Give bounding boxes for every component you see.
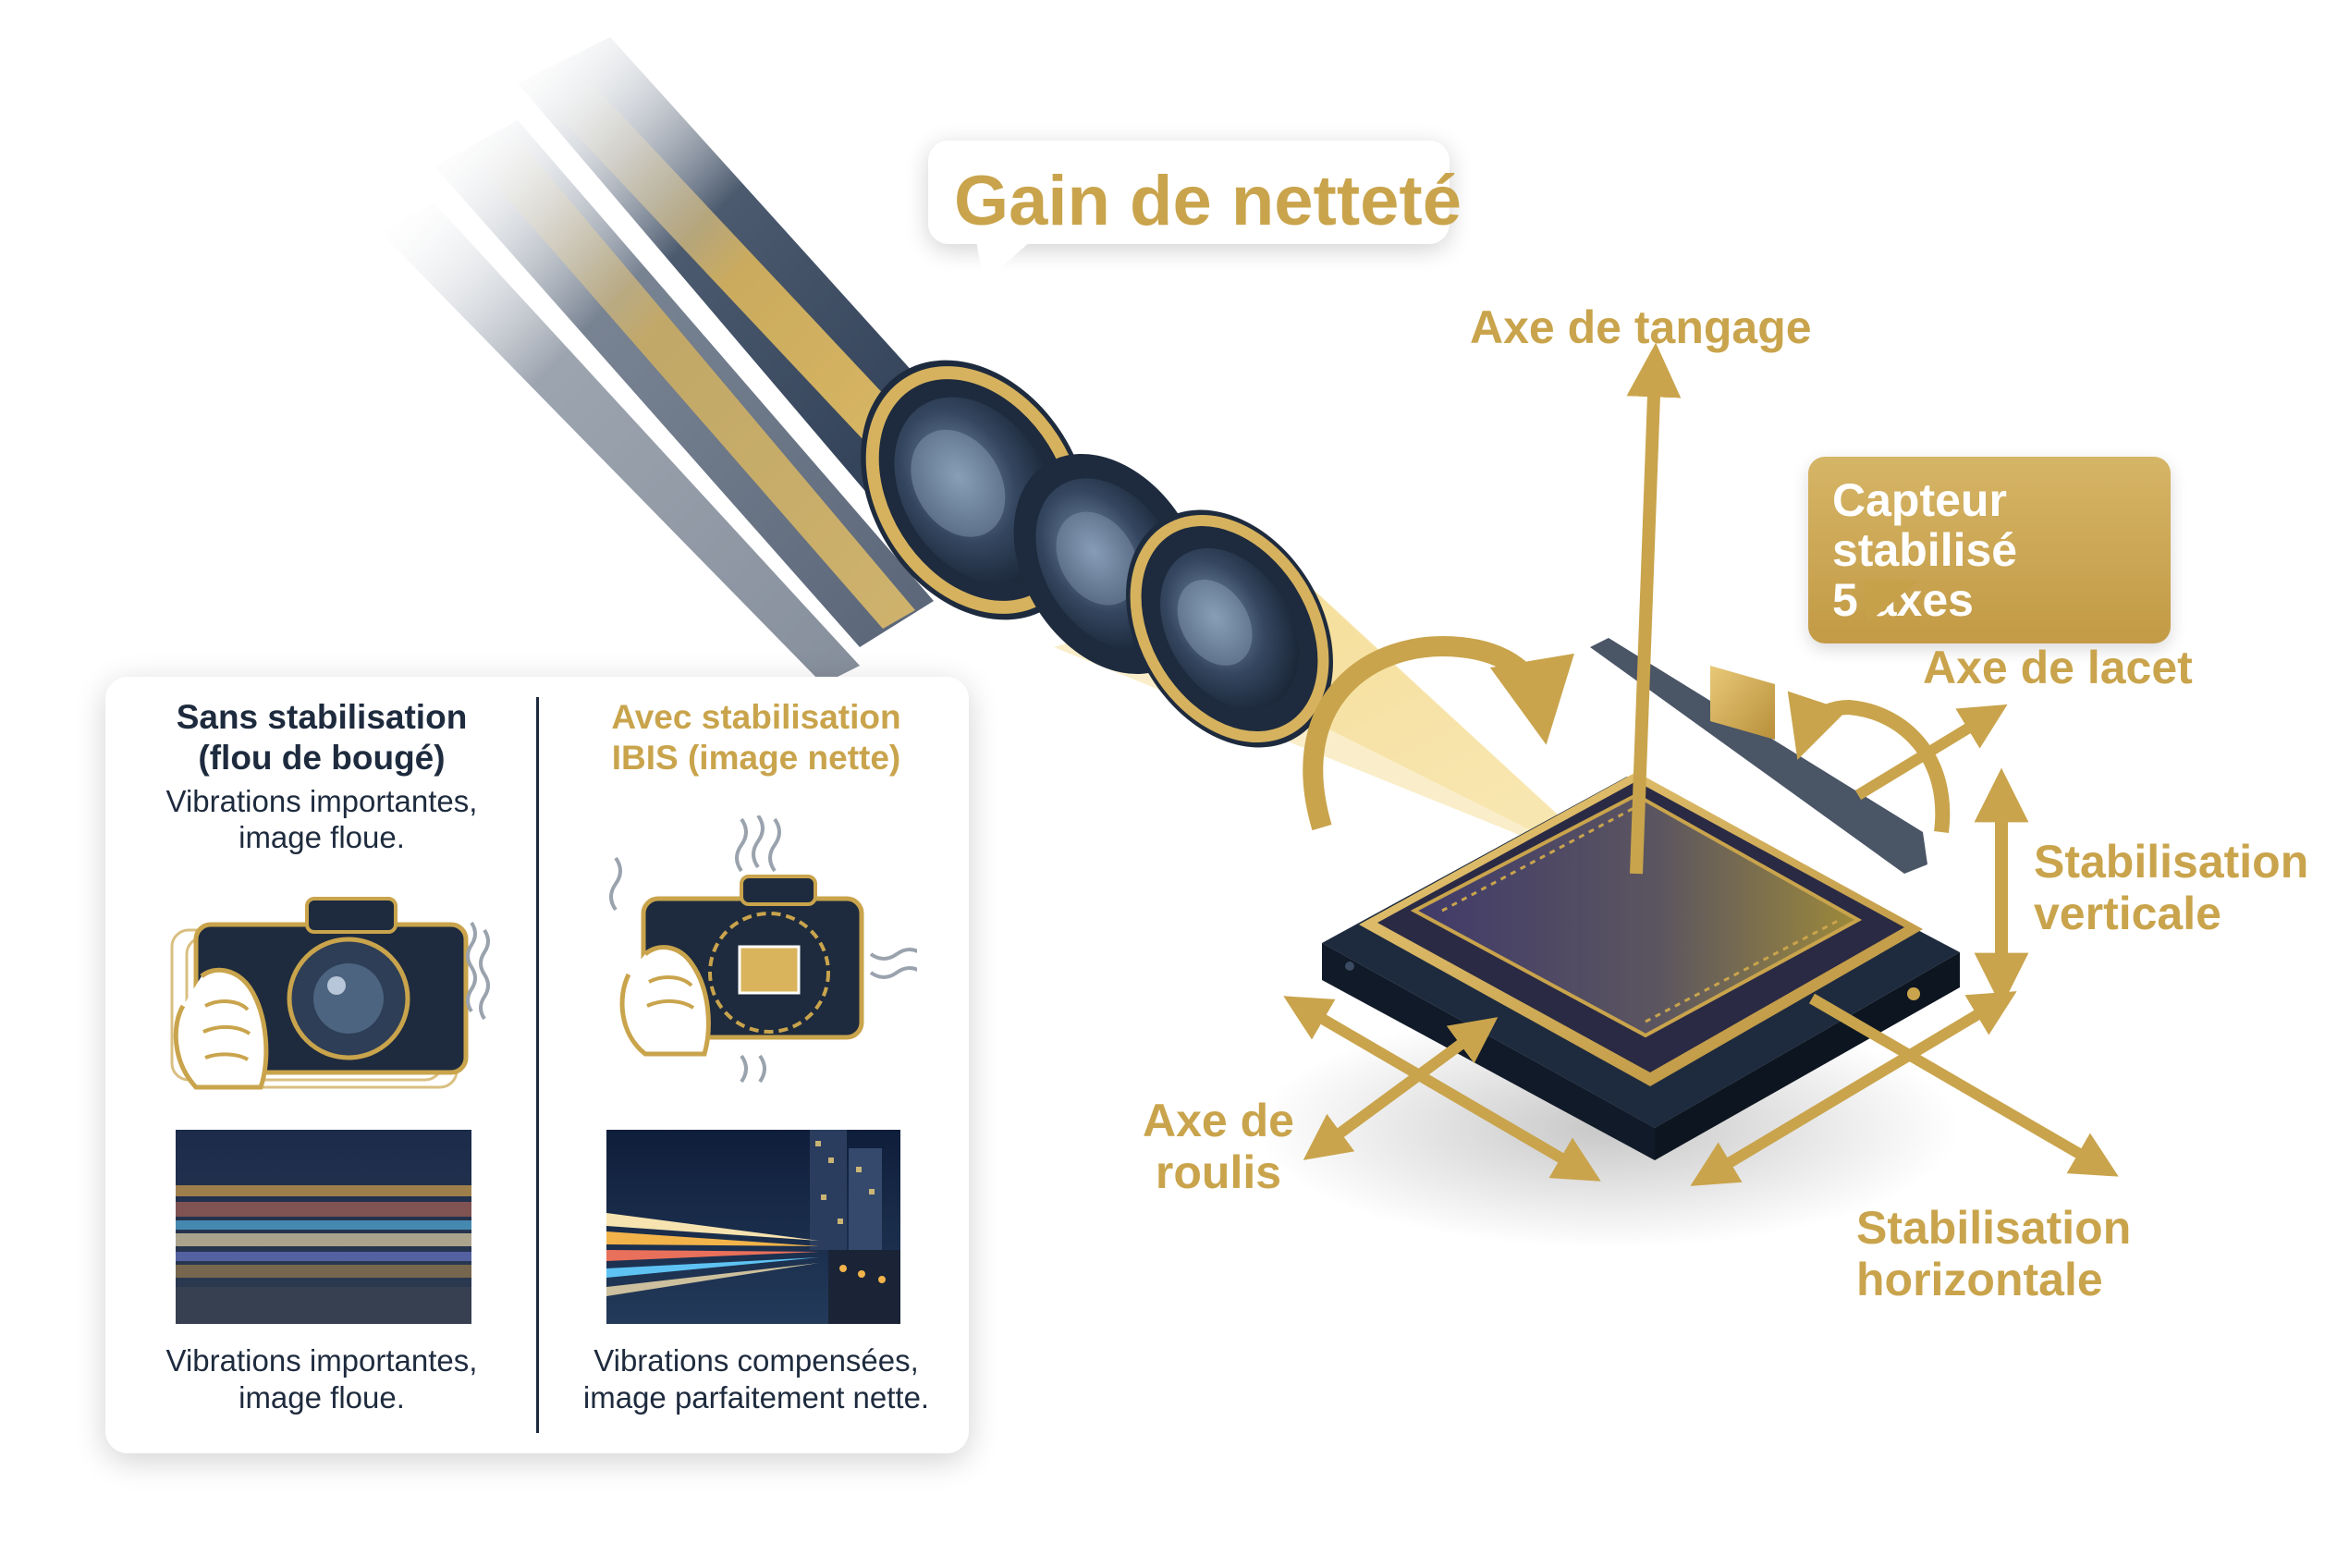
without-caption: Vibrations importantes, image floue. <box>118 1342 525 1417</box>
sharp-photo <box>606 1130 900 1324</box>
sharpness-callout-title: Gain de netteté <box>954 162 1462 240</box>
horizontal-stabilization-line2: horizontale <box>1856 1254 2103 1305</box>
roll-axis-line2: roulis <box>1155 1146 1282 1198</box>
pitch-axis-arrow <box>1626 342 1682 875</box>
with-heading-line2: IBIS (image nette) <box>611 739 901 778</box>
horizontal-stabilization-line1: Stabilisation <box>1856 1202 2132 1254</box>
stabilized-camera-icon <box>609 815 917 1084</box>
yaw-axis-label: Axe de lacet <box>1923 642 2193 693</box>
vertical-stabilization-line1: Stabilisation <box>2034 836 2309 888</box>
sharpness-callout: Gain de netteté <box>928 141 1462 283</box>
pitch-axis-label: Axe de tangage <box>1470 301 1812 353</box>
yaw-rotation-arrow <box>1787 691 2008 833</box>
sensor-callout-line1: Capteur stabilisé <box>1832 474 2018 576</box>
roll-rotation-arrow <box>1303 636 1574 831</box>
without-sub-line1: Vibrations importantes, <box>165 783 478 818</box>
vertical-stabilization-line2: verticale <box>2034 888 2221 939</box>
without-stabilization-column: Sans stabilisation (flou de bougé) Vibra… <box>118 697 525 856</box>
comparison-panel: Sans stabilisation (flou de bougé) Vibra… <box>105 677 969 1453</box>
with-caption-line1: Vibrations compensées, <box>593 1343 919 1378</box>
roll-axis-label: Axe de roulis <box>1143 1095 1294 1198</box>
without-heading-line1: Sans stabilisation <box>176 698 468 736</box>
roll-axis-line1: Axe de <box>1143 1095 1294 1146</box>
with-caption-line2: image parfaitement nette. <box>582 1380 930 1415</box>
roll-axis-arrow <box>1283 996 1601 1182</box>
vertical-stabilization-label: Stabilisation verticale <box>2034 836 2308 939</box>
lens-elements <box>861 360 1333 748</box>
blurred-photo <box>176 1130 471 1324</box>
sensor-callout-tail <box>1864 581 1919 623</box>
without-heading-line2: (flou de bougé) <box>198 739 446 778</box>
without-caption-line2: image floue. <box>239 1380 405 1415</box>
sensor-callout: Capteur stabilisé 5 axes <box>1808 457 2171 643</box>
horizontal-stabilization-label: Stabilisation horizontale <box>1856 1202 2131 1305</box>
panel-divider <box>536 697 539 1433</box>
with-stabilization-column: Avec stabilisation IBIS (image nette) <box>553 697 960 779</box>
callout-tail <box>976 240 1032 283</box>
with-heading-line1: Avec stabilisation <box>611 698 901 736</box>
without-caption-line1: Vibrations importantes, <box>165 1343 478 1378</box>
with-caption: Vibrations compensées, image parfaitemen… <box>553 1342 960 1417</box>
shaky-camera-icon <box>170 897 490 1090</box>
horizontal-axis-arrow <box>1690 991 2119 1186</box>
without-sub-line2: image floue. <box>239 820 405 855</box>
